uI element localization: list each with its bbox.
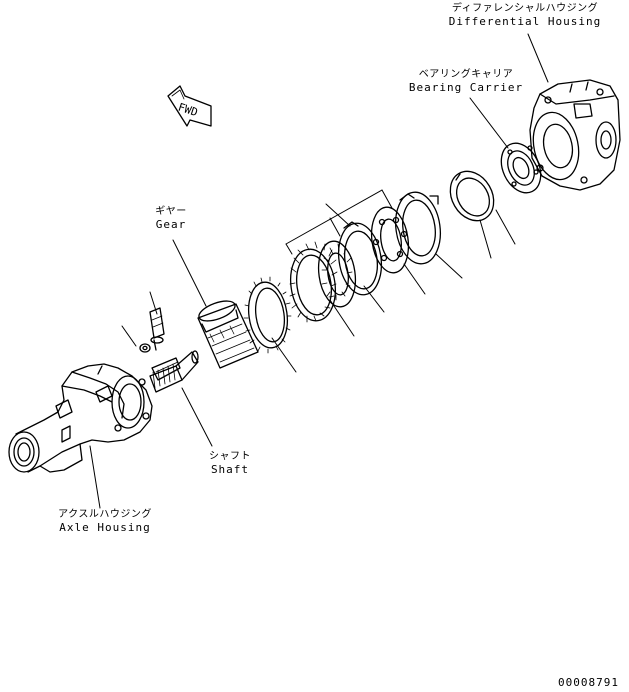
shaft-en: Shaft: [210, 463, 250, 476]
differential-housing-jp: ディファレンシャルハウジング: [451, 3, 599, 14]
gear-jp: ギヤー: [155, 206, 187, 217]
bearing-carrier-jp: ベアリングキャリア: [418, 69, 514, 80]
gear-en: Gear: [155, 218, 187, 231]
axle-housing-label: アクスルハウジング Axle Housing: [44, 508, 166, 534]
clutch-disc-part: [289, 241, 338, 323]
separator-plate-part: [337, 221, 383, 296]
thrust-washer-part: [243, 276, 292, 354]
axle-housing-en: Axle Housing: [59, 521, 151, 534]
axle-housing-jp: アクスルハウジング: [58, 509, 152, 520]
shaft-jp: シャフト: [209, 451, 251, 462]
drawing-number: 00008791: [558, 676, 619, 689]
bolt-part: [149, 307, 165, 351]
shaft-part: [149, 350, 199, 393]
bearing-carrier-part: [500, 142, 542, 194]
washer-part: [139, 343, 151, 353]
bearing-carrier-label: ベアリングキャリア Bearing Carrier: [402, 68, 530, 94]
gear-part: [197, 300, 259, 369]
pressure-plate-part: [394, 191, 442, 265]
axle-housing-part: [8, 363, 153, 473]
fwd-arrow-icon: FWD: [167, 85, 212, 127]
leader-lines: [89, 33, 549, 509]
differential-housing-label: ディファレンシャルハウジング Differential Housing: [440, 2, 610, 28]
friction-disc-2-part: [370, 206, 410, 274]
bearing-carrier-en: Bearing Carrier: [408, 81, 524, 94]
fwd-text: FWD: [176, 101, 199, 120]
gear-label: ギヤー Gear: [146, 205, 196, 231]
differential-housing-en: Differential Housing: [448, 15, 602, 28]
friction-disc-part: [317, 240, 357, 308]
snap-ring-part: [449, 170, 495, 222]
differential-housing-part: [529, 79, 621, 191]
shaft-label: シャフト Shaft: [198, 450, 262, 476]
